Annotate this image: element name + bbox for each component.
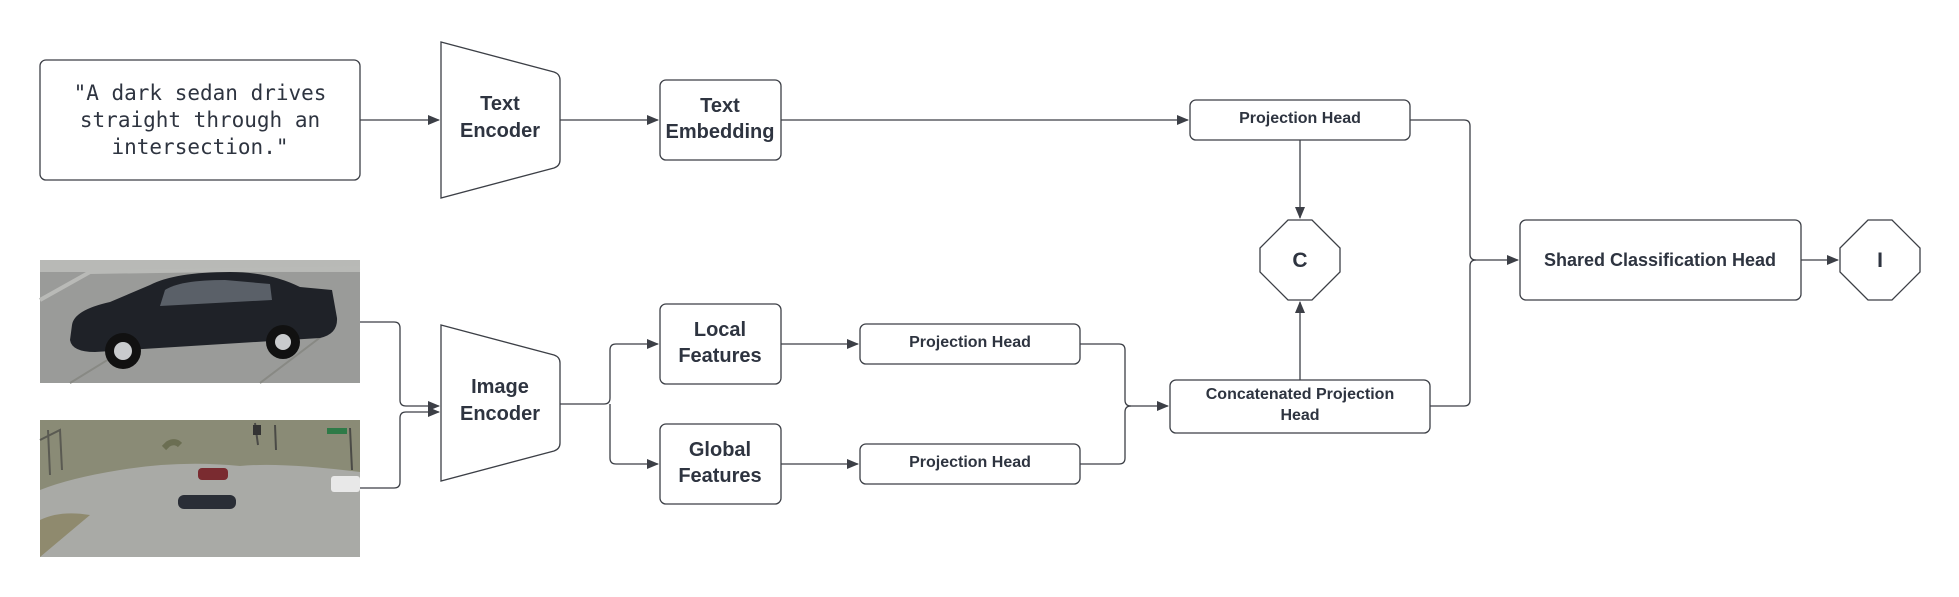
local-features-box: Local Features bbox=[659, 303, 782, 385]
arrow-intersection-image-to-encoder bbox=[360, 407, 440, 489]
car-closeup-windows bbox=[160, 280, 272, 306]
projection-head-global-label: Projection Head bbox=[909, 454, 1031, 471]
car-closeup-image bbox=[39, 260, 361, 384]
intersection-grass bbox=[40, 420, 360, 490]
text-encoder: Text Encoder bbox=[440, 41, 561, 199]
concatenated-head-label-2: Head bbox=[1280, 407, 1319, 424]
concatenated-projection-head: Concatenated Projection Head bbox=[1169, 379, 1431, 434]
image-encoder-shape bbox=[440, 324, 561, 482]
arrow-global-projection-to-concat bbox=[1080, 405, 1132, 465]
arrow-local-projection-to-concat bbox=[1080, 343, 1169, 411]
global-features-frame bbox=[659, 423, 782, 505]
prompt-line-2: straight through an bbox=[80, 108, 320, 132]
intersection-dark-sedan bbox=[178, 495, 236, 509]
node-i: I bbox=[1839, 219, 1921, 301]
projection-head-text-label: Projection Head bbox=[1239, 110, 1361, 127]
local-features-label-1: Local bbox=[694, 319, 746, 341]
prompt-line-3: intersection." bbox=[111, 135, 288, 159]
connectors bbox=[360, 115, 1839, 489]
image-encoder: Image Encoder bbox=[440, 324, 561, 482]
text-encoder-label-1: Text bbox=[480, 93, 520, 115]
text-encoder-label-2: Encoder bbox=[460, 120, 540, 142]
local-features-frame bbox=[659, 303, 782, 385]
intersection-white-truck bbox=[331, 476, 360, 492]
shared-classification-head-label: Shared Classification Head bbox=[1544, 250, 1776, 270]
text-embedding-box: Text Embedding bbox=[659, 79, 782, 161]
global-features-label-2: Features bbox=[678, 465, 761, 487]
projection-head-global: Projection Head bbox=[859, 443, 1081, 485]
projection-head-local-label: Projection Head bbox=[909, 334, 1031, 351]
node-c-octagon bbox=[1259, 219, 1341, 301]
arrow-encoder-to-local bbox=[560, 339, 659, 405]
global-features-box: Global Features bbox=[659, 423, 782, 505]
projection-head-text: Projection Head bbox=[1189, 99, 1411, 141]
node-i-label: I bbox=[1877, 249, 1883, 272]
projection-head-local: Projection Head bbox=[859, 323, 1081, 365]
node-i-octagon bbox=[1839, 219, 1921, 301]
text-embedding-label-1: Text bbox=[700, 95, 740, 117]
node-c-label: C bbox=[1292, 249, 1307, 272]
arrow-text-projection-to-shared bbox=[1410, 119, 1519, 265]
text-embedding-label-2: Embedding bbox=[666, 121, 775, 143]
arrow-car-image-to-encoder bbox=[360, 321, 440, 411]
intersection-red-car bbox=[198, 468, 228, 480]
local-features-label-2: Features bbox=[678, 345, 761, 367]
arrow-encoder-to-global bbox=[609, 404, 659, 469]
image-encoder-label-2: Encoder bbox=[460, 403, 540, 425]
shared-classification-head: Shared Classification Head bbox=[1519, 219, 1802, 301]
intersection-image bbox=[39, 420, 360, 557]
arrow-concat-to-shared bbox=[1430, 259, 1477, 407]
prompt-line-1: "A dark sedan drives bbox=[74, 81, 327, 105]
text-prompt-box: "A dark sedan drives straight through an… bbox=[39, 59, 361, 181]
image-encoder-label-1: Image bbox=[471, 376, 529, 398]
concatenated-head-label-1: Concatenated Projection bbox=[1206, 386, 1394, 403]
text-embedding-frame bbox=[659, 79, 782, 161]
node-c: C bbox=[1259, 219, 1341, 301]
text-encoder-shape bbox=[440, 41, 561, 199]
global-features-label-1: Global bbox=[689, 439, 751, 461]
